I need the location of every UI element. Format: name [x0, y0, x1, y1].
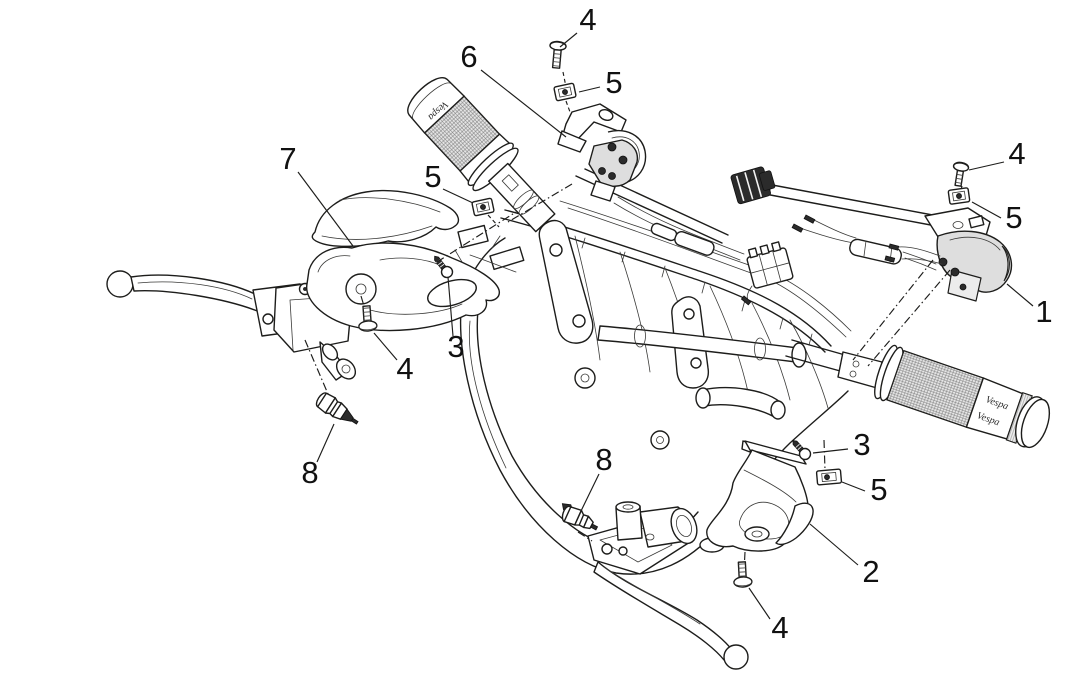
rear-brake-lever-assembly: [577, 501, 749, 670]
assembly-line-switch-left-arm: [852, 259, 934, 361]
callout-leader-4-0: [559, 32, 578, 48]
assembly-line-switch-right-arm: [867, 269, 951, 367]
callout-leader-7-3: [297, 171, 354, 247]
callout-leader-8-10: [316, 423, 335, 463]
brake-switch-rear: [561, 503, 599, 531]
screw-4-bottom: [733, 561, 753, 588]
callout-label-3-12: 3: [853, 427, 870, 462]
callout-label-3-8: 3: [447, 329, 464, 364]
harness-connector-black: [730, 166, 776, 205]
handlebar-cover-left: [306, 189, 500, 332]
right-switchgear-assembly: [884, 207, 1013, 302]
screw-4-top: [549, 40, 567, 69]
callout-label-8-10: 8: [301, 455, 318, 490]
callout-leader-4-15: [748, 587, 771, 620]
callout-label-7-3: 7: [279, 141, 296, 176]
callout-label-4-9: 4: [396, 351, 413, 386]
harness-connector-white: [746, 241, 794, 289]
callout-leader-8-11: [580, 473, 600, 512]
wiring-harness: [730, 166, 939, 306]
callout-label-1-7: 1: [1035, 294, 1052, 329]
clip-nut-left: [471, 197, 495, 217]
screw-4-left: [358, 305, 378, 332]
callout-leader-2-14: [809, 523, 859, 566]
right-grip: Vespa Vespa: [874, 344, 1051, 449]
callout-leader-1-7: [1006, 283, 1034, 307]
callout-leader-5-4: [442, 188, 474, 204]
callout-label-5-2: 5: [605, 65, 622, 100]
callout-label-4-15: 4: [771, 610, 788, 645]
left-grip: Vespa: [407, 77, 556, 233]
callout-label-2-14: 2: [862, 554, 879, 589]
callout-label-5-13: 5: [870, 472, 887, 507]
callout-leader-4-9: [373, 332, 398, 361]
left-switchgear-assembly: [557, 103, 745, 261]
callout-label-4-5: 4: [1008, 136, 1025, 171]
callout-leader-5-2: [578, 86, 601, 93]
callout-label-5-4: 5: [424, 159, 441, 194]
callout-leader-3-12: [812, 448, 849, 454]
screw-3-right: [792, 440, 812, 461]
screw-3-left: [434, 255, 454, 279]
screw-4-right: [952, 161, 970, 187]
clip-nut-right: [947, 187, 971, 205]
clip-nut-bottom: [815, 468, 843, 486]
callout-leader-5-13: [841, 481, 866, 492]
callout-leader-3-8: [447, 276, 454, 337]
callout-leader-4-5: [968, 161, 1005, 171]
callout-label-5-6: 5: [1005, 200, 1022, 235]
handlebar-cover-right: [706, 439, 826, 573]
assembly-line-switchgear: [507, 183, 573, 223]
callout-leader-6-1: [480, 69, 567, 138]
clip-nut-top: [553, 82, 577, 102]
callout-label-8-11: 8: [595, 442, 612, 477]
callout-label-6-1: 6: [460, 39, 477, 74]
callout-leader-5-6: [971, 201, 1002, 219]
brake-switch-left: [315, 392, 359, 425]
callout-label-4-0: 4: [579, 2, 596, 37]
